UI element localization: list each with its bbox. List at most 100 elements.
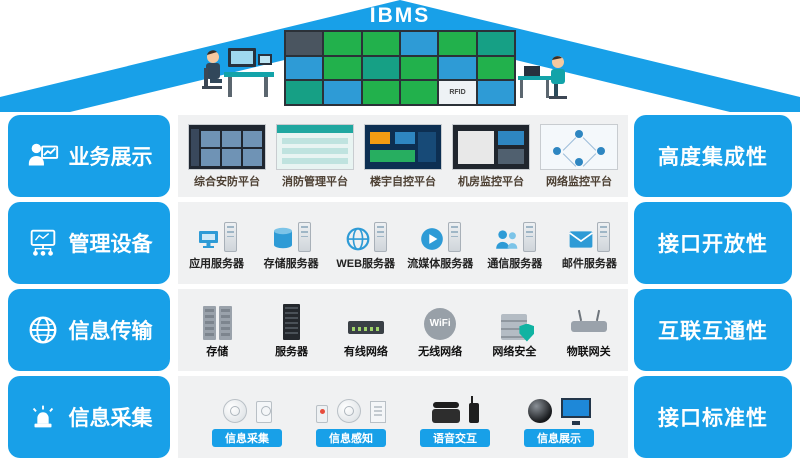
dashboard-tile xyxy=(400,81,438,104)
network-caption: 存储 xyxy=(206,345,229,358)
collection-panel: 信息采集 信息感知 语音交互 xyxy=(178,376,628,458)
iot-gateway-icon xyxy=(570,309,607,332)
dashboard-tile xyxy=(400,32,438,55)
network-item: 有线网络 xyxy=(331,302,401,359)
dashboard-tile xyxy=(477,56,514,80)
dashboard-tile xyxy=(439,32,476,55)
row-business-display: 业务展示 综合安防平台 消防管理平台 楼宇自控平台 xyxy=(0,115,800,197)
platform-item: 综合安防平台 xyxy=(188,123,266,189)
network-caption: 无线网络 xyxy=(418,345,463,358)
row-label-text: 信息传输 xyxy=(68,320,153,343)
feature-label-text: 接口开放性 xyxy=(658,233,768,256)
network-caption: 网络安全 xyxy=(492,345,537,358)
row-label-management-devices: 管理设备 xyxy=(8,202,170,284)
app-monitor-icon xyxy=(198,230,218,248)
storage-cabinet-icon xyxy=(218,305,232,340)
network-item: 物联网关 xyxy=(554,302,624,359)
servers-panel: 应用服务器 存储服务器 xyxy=(178,202,628,284)
row-management-devices: 管理设备 应用服务器 xyxy=(0,202,800,284)
row-label-text: 信息采集 xyxy=(68,407,153,430)
roof: IBMS RFID xyxy=(0,0,800,112)
dashboard-tile xyxy=(477,32,514,55)
server-item: 存储服务器 xyxy=(255,216,327,271)
people-communication-icon xyxy=(495,229,518,249)
group-caption: 信息展示 xyxy=(524,429,594,447)
collection-group: 语音交互 xyxy=(420,387,490,447)
mail-icon xyxy=(569,230,594,248)
play-media-icon xyxy=(421,227,444,250)
building-automation-thumbnail xyxy=(364,123,442,170)
machine-room-thumbnail xyxy=(452,123,530,170)
server-caption: 流媒体服务器 xyxy=(407,257,474,270)
person-chart-icon xyxy=(28,143,58,166)
network-item: 服务器 xyxy=(257,302,327,359)
sensor-icon xyxy=(255,401,272,423)
feature-interface-standards: 接口标准性 xyxy=(634,376,792,458)
feature-interface-openness: 接口开放性 xyxy=(634,202,792,284)
sprinkler-detector-icon xyxy=(337,399,361,423)
database-icon xyxy=(274,227,293,248)
server-tower-icon xyxy=(448,221,462,252)
server-item: 流媒体服务器 xyxy=(404,216,476,271)
server-item: 通信服务器 xyxy=(479,216,551,271)
server-caption: 邮件服务器 xyxy=(561,257,617,270)
card-reader-icon xyxy=(316,405,328,423)
row-label-information-transmission: 信息传输 xyxy=(8,289,170,371)
server-item: 邮件服务器 xyxy=(553,216,625,271)
walkie-talkie-icon xyxy=(468,396,479,423)
server-tower-icon xyxy=(298,221,312,252)
operator-left-illustration xyxy=(202,48,274,97)
server-item: WEB服务器 xyxy=(330,216,402,271)
dashboard-tile xyxy=(286,56,323,80)
security-server-icon xyxy=(501,313,535,342)
security-platform-thumbnail xyxy=(188,123,266,170)
dashboard-tile xyxy=(477,81,514,104)
server-rack-icon xyxy=(283,303,301,340)
telephone-icon xyxy=(431,402,460,423)
server-item: 应用服务器 xyxy=(181,216,253,271)
group-caption: 语音交互 xyxy=(420,429,490,447)
diagram-title: IBMS xyxy=(369,4,431,27)
network-item: WiFi 无线网络 xyxy=(405,302,475,359)
dashboard-tile xyxy=(362,32,399,55)
server-tower-icon xyxy=(522,221,536,252)
platform-caption: 机房监控平台 xyxy=(458,175,524,188)
rfid-tile: RFID xyxy=(439,81,476,104)
platforms-panel: 综合安防平台 消防管理平台 楼宇自控平台 机房监控平台 xyxy=(178,115,628,197)
dome-camera-icon xyxy=(527,399,552,423)
storage-cabinet-icon xyxy=(202,305,216,340)
network-caption: 有线网络 xyxy=(343,345,388,358)
row-label-text: 管理设备 xyxy=(68,233,153,256)
dashboard-tile xyxy=(286,81,323,104)
server-caption: 存储服务器 xyxy=(263,257,319,270)
platform-caption: 楼宇自控平台 xyxy=(370,175,436,188)
server-caption: 应用服务器 xyxy=(189,257,245,270)
row-label-business-display: 业务展示 xyxy=(8,115,170,197)
globe-icon xyxy=(29,316,56,344)
dashboard-tile xyxy=(286,32,323,55)
group-caption: 信息感知 xyxy=(316,429,386,447)
feature-label-text: 接口标准性 xyxy=(658,407,768,430)
server-tower-icon xyxy=(223,221,237,252)
collection-group: 信息感知 xyxy=(316,387,386,447)
row-label-text: 业务展示 xyxy=(68,146,153,169)
device-network-icon xyxy=(30,229,55,256)
row-label-information-collection: 信息采集 xyxy=(8,376,170,458)
platform-item: 网络监控平台 xyxy=(540,123,618,189)
platform-caption: 综合安防平台 xyxy=(194,175,260,188)
network-item: 存储 xyxy=(182,302,252,359)
dashboard-tile xyxy=(324,32,361,55)
dashboard-tile xyxy=(400,56,438,80)
dashboard-collage: RFID xyxy=(284,30,516,106)
dashboard-tile xyxy=(324,56,361,80)
operator-right-illustration xyxy=(518,56,567,99)
server-tower-icon xyxy=(597,221,611,252)
dashboard-tile xyxy=(324,81,361,104)
platform-caption: 网络监控平台 xyxy=(546,175,612,188)
row-information-transmission: 信息传输 存储 服务器 有线网络 WiFi xyxy=(0,289,800,371)
feature-label-text: 互联互通性 xyxy=(658,320,768,343)
platform-item: 楼宇自控平台 xyxy=(364,123,442,189)
server-caption: 通信服务器 xyxy=(487,257,543,270)
feature-interconnectivity: 互联互通性 xyxy=(634,289,792,371)
row-information-collection: 信息采集 信息采集 信息感知 xyxy=(0,376,800,458)
